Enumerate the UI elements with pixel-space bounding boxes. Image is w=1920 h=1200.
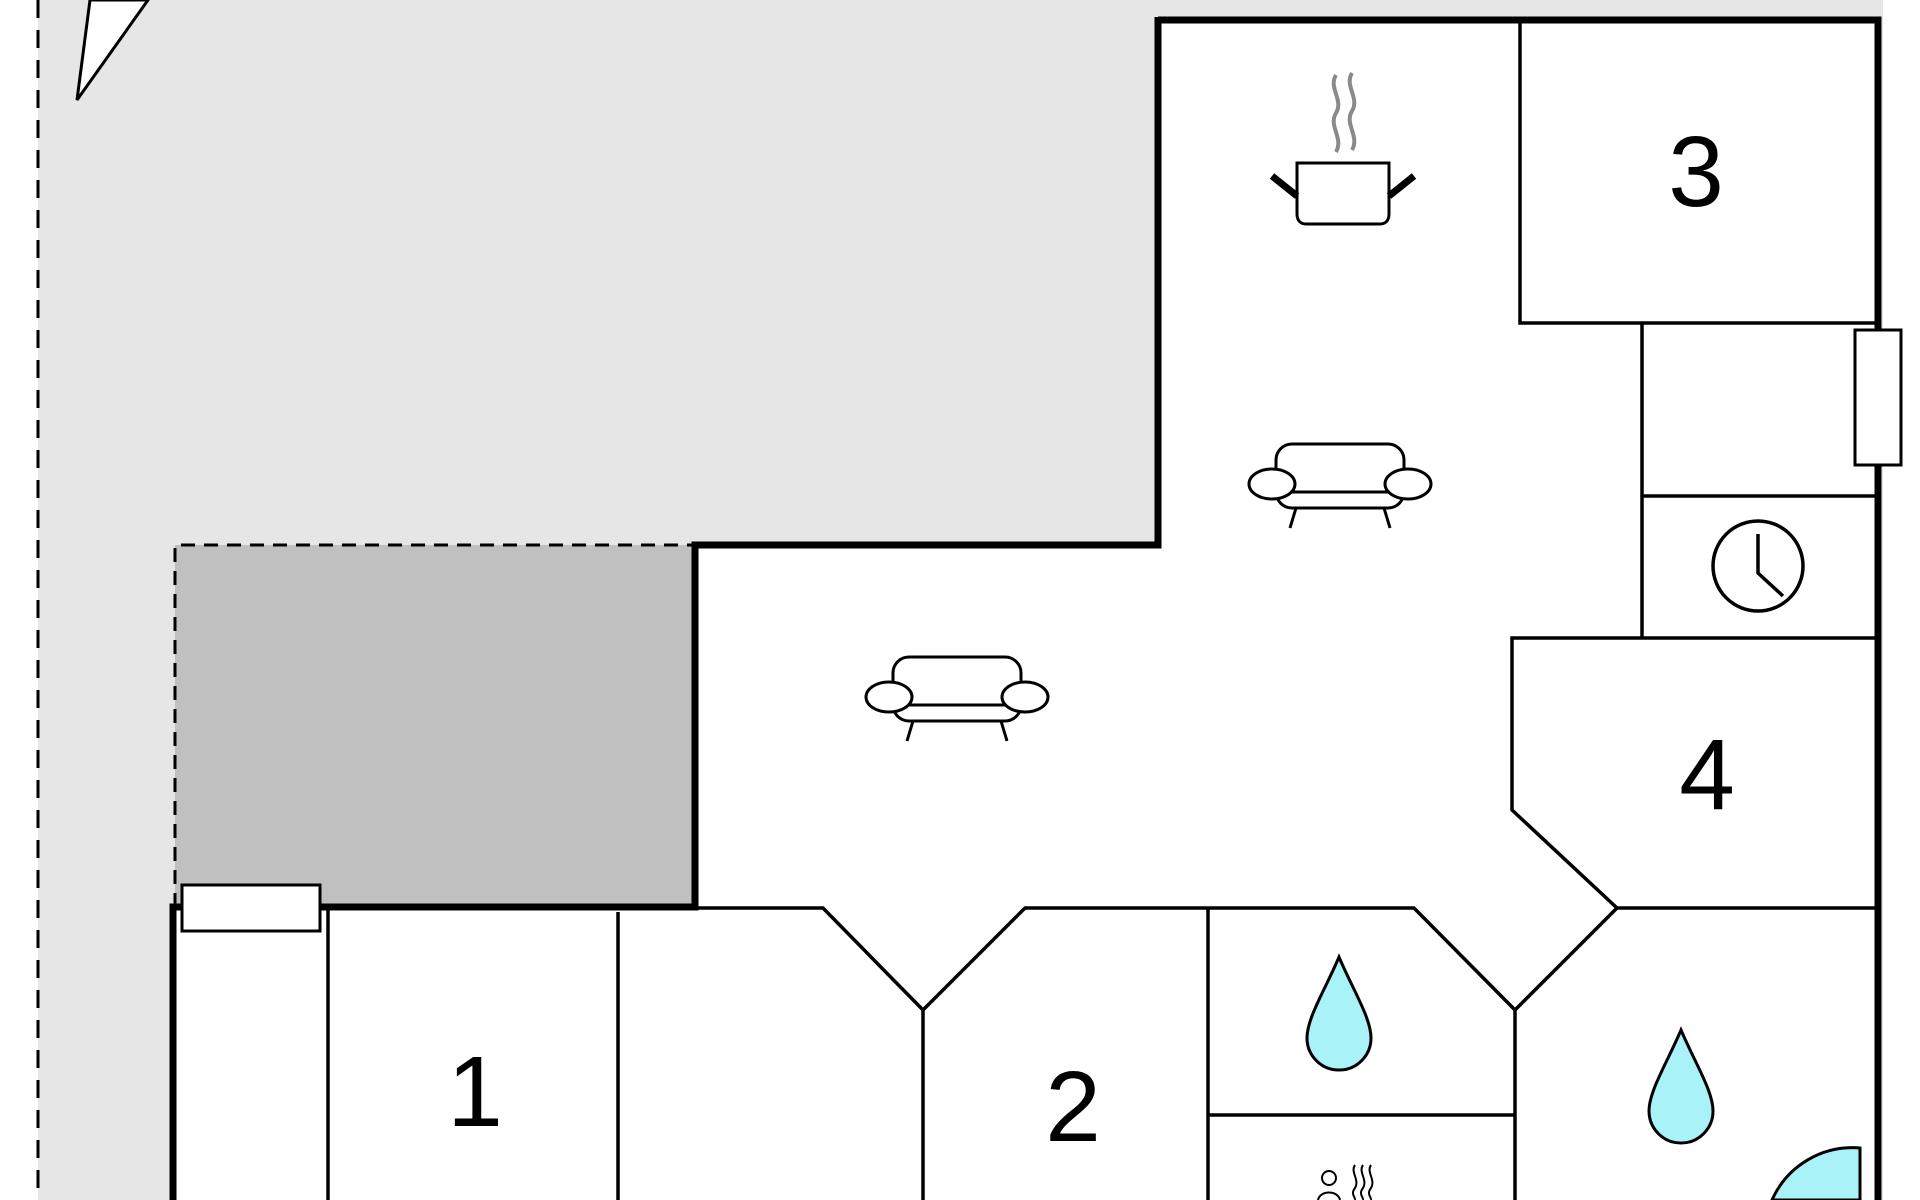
room-2-label: 2	[1045, 1051, 1101, 1163]
room-3-label: 3	[1668, 116, 1724, 228]
sofa-icon	[864, 655, 1050, 742]
interior-walls	[326, 20, 1878, 1200]
terrace	[175, 545, 695, 907]
sofa-icon	[1247, 442, 1433, 529]
water-drop-icon	[1305, 953, 1373, 1072]
house-floor	[173, 20, 1878, 1200]
north-arrow-icon	[75, 0, 150, 101]
cooking-pot-icon	[1269, 71, 1417, 226]
sauna-icon	[1317, 1164, 1374, 1200]
clock-icon	[1711, 519, 1805, 613]
window	[180, 883, 322, 933]
terrace-border	[173, 543, 695, 907]
window	[1853, 328, 1903, 467]
water-drop-icon	[1647, 1026, 1715, 1145]
room-4-label: 4	[1679, 719, 1735, 831]
exterior-walls	[169, 16, 1882, 1200]
room-1-label: 1	[447, 1036, 503, 1148]
